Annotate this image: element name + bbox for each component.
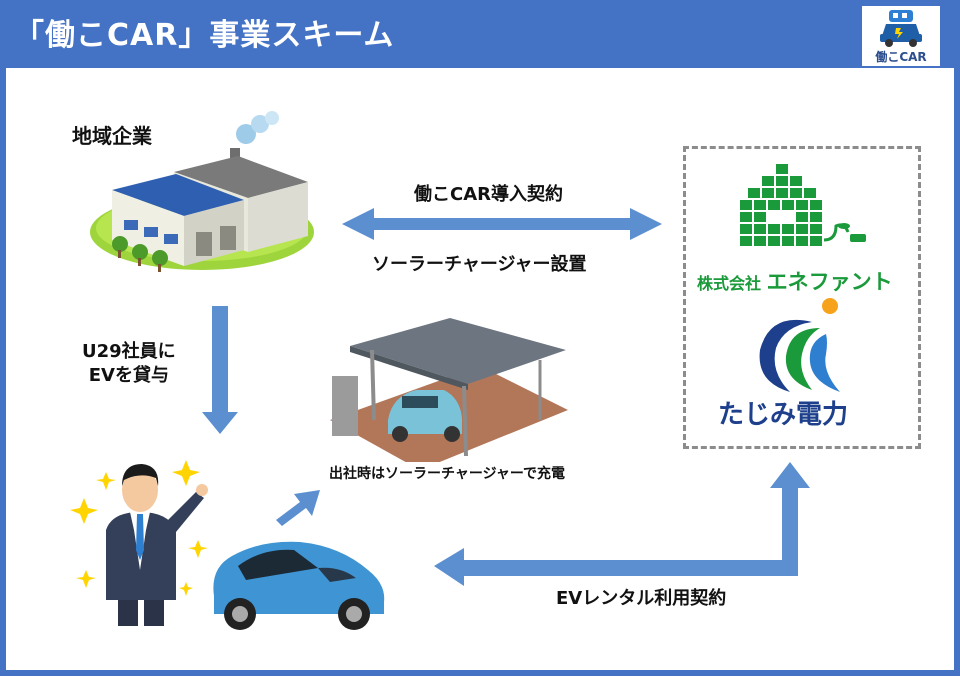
ev-car-icon <box>880 10 922 47</box>
company-label: 地域企業 <box>72 124 152 148</box>
contract-double-arrow <box>342 208 662 240</box>
ev-car-illustration <box>213 541 385 630</box>
tajimi-name: たじみ電力 <box>718 400 849 430</box>
solar-install-label: ソーラーチャージャー設置 <box>372 254 587 275</box>
enefant-name: 株式会社 エネファント <box>697 266 893 296</box>
enefant-company-name: エネファント <box>766 270 893 294</box>
lend-line-1: U29社員に <box>82 341 176 362</box>
factory-illustration <box>90 111 314 272</box>
lend-line-2: EVを貸与 <box>88 365 169 386</box>
contract-label: 働こCAR導入契約 <box>414 184 564 205</box>
hatarakocar-logo: 働こCAR <box>862 6 940 66</box>
rental-l-arrow <box>434 462 810 586</box>
partner-dashed-box <box>683 146 921 449</box>
rental-contract-label: EVレンタル利用契約 <box>556 588 727 609</box>
tajimi-denryoku-logo <box>759 298 840 392</box>
enefant-logo <box>740 164 866 246</box>
lend-ev-label: U29社員に EVを貸与 <box>82 340 176 388</box>
lend-down-arrow <box>202 306 238 434</box>
charge-label: 出社時はソーラーチャージャーで充電 <box>326 462 569 484</box>
logo-text: 働こCAR <box>875 50 927 64</box>
charge-arrow <box>276 490 320 526</box>
header-bar: 「働こCAR」事業スキーム 働こCAR <box>0 0 960 68</box>
enefant-prefix: 株式会社 <box>697 274 762 293</box>
solar-carport-illustration <box>330 318 568 470</box>
employee-illustration <box>70 460 208 626</box>
page-title: 「働こCAR」事業スキーム <box>14 18 395 53</box>
